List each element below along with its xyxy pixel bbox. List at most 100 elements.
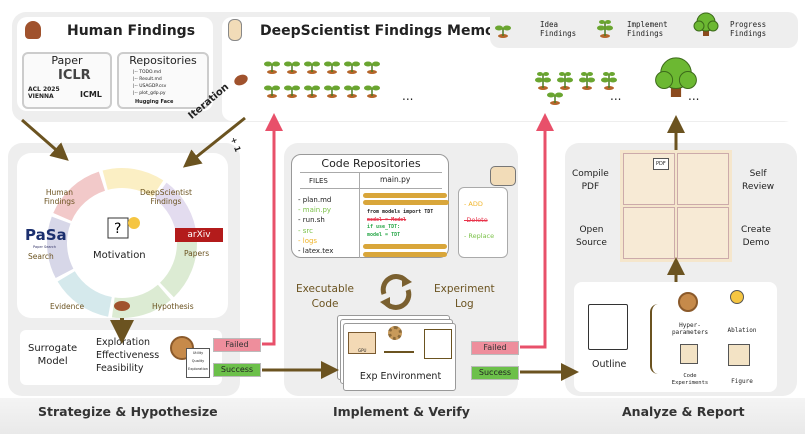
file-list: - plan.md- main.py- run.sh- src- logs- l… <box>298 195 333 256</box>
task-compile-pdf: Compile PDF <box>572 169 609 192</box>
idea-sprout-icon <box>264 85 280 98</box>
paper-card: Paper ICLR ACL 2025 VIENNA ICML <box>22 52 112 109</box>
wheel-segment <box>160 240 198 298</box>
list-item: from models import TDT <box>367 209 434 215</box>
paper-title: Paper <box>51 54 83 67</box>
legend-tree-icon <box>693 12 719 36</box>
implement-sapling-icon <box>535 72 551 90</box>
icml-logo: ICML <box>80 90 102 99</box>
idea-sprout-icon <box>284 61 300 74</box>
legend <box>490 12 798 48</box>
stage-implement: Implement & Verify <box>333 404 470 419</box>
failed-tag-strategize: Failed <box>213 338 261 352</box>
bar-chart-icon <box>424 329 452 359</box>
acl-logo: ACL 2025 VIENNA <box>28 86 60 100</box>
repo-file-list: |-- TODO.md |-- Result.md |-- USAGDP.csv… <box>133 69 166 97</box>
idea-sprout-icon <box>304 61 320 74</box>
human-findings-box: Human Findings Paper ICLR ACL 2025 VIENN… <box>17 17 213 111</box>
wheel-segment <box>154 182 197 239</box>
gpu-label: GPU <box>358 348 367 353</box>
experiment-log-label: Experiment Log <box>434 283 495 310</box>
surrogate-model-box: Surrogate Model Exploration Effectivenes… <box>20 330 222 385</box>
seed-icon <box>114 301 130 311</box>
hyperparameters-icon <box>678 292 698 312</box>
list-item: - logs <box>298 236 318 245</box>
list-item: - plan.md <box>298 196 332 204</box>
arxiv-logo: arXiv <box>175 228 223 242</box>
figure-icon <box>728 344 750 366</box>
cycle-arrows-icon <box>380 274 412 310</box>
repositories-card: Repositories |-- TODO.md |-- Result.md |… <box>117 52 209 109</box>
progress-tree-icon <box>655 57 697 97</box>
idea-sprout-icon <box>344 85 360 98</box>
implement-sapling-icon <box>557 72 573 90</box>
motivation-wheel: ? <box>46 168 198 318</box>
memory-title: DeepScientist Findings Memory <box>260 23 511 39</box>
criterion-effectiveness: Effectiveness <box>96 350 160 361</box>
edit-operations: - ADD-Delete- Replace <box>464 196 494 244</box>
brace-icon <box>650 304 660 374</box>
task-self-review-image <box>677 153 729 205</box>
robot-icon <box>228 19 242 41</box>
hugging-face-label: Hugging Face <box>135 99 174 105</box>
list-item: model = Model <box>367 216 407 223</box>
wheel-deepscientist-findings: DeepScientist Findings <box>140 188 192 206</box>
robot-at-desk-icon <box>490 166 516 186</box>
document-pen-icon <box>588 304 628 350</box>
list-item: - run.sh <box>298 216 325 225</box>
stage-band <box>0 398 805 434</box>
item-hyperparameters: Hyper- parameters <box>671 322 709 336</box>
idea-sprout-icon <box>304 85 320 98</box>
list-item: - ADD <box>464 200 483 208</box>
wheel-search: Search <box>28 252 54 261</box>
ablation-icon <box>730 290 744 304</box>
repo-file: |-- TODO.md <box>133 70 161 75</box>
human-findings-title: Human Findings <box>67 23 196 39</box>
task-open-source: Open Source <box>576 225 607 248</box>
svg-text:?: ? <box>114 221 121 237</box>
files-header: FILES <box>309 177 328 185</box>
task-self-review: Self Review <box>742 169 775 192</box>
idea-sprout-icon <box>364 85 380 98</box>
wheel-segment <box>53 171 106 222</box>
legend-idea: Idea Findings <box>540 20 577 38</box>
repo-file: |-- Result.md <box>133 77 162 82</box>
divider <box>300 188 442 189</box>
item-ablation: Ablation <box>727 327 757 334</box>
legend-implement: Implement Findings <box>627 20 668 38</box>
edit-operations-box: - ADD-Delete- Replace <box>458 187 508 258</box>
item-figure: Figure <box>731 378 753 385</box>
stage-analyze: Analyze & Report <box>622 404 745 419</box>
list-item: - Replace <box>464 232 495 240</box>
wheel-human-findings: Human Findings <box>44 188 75 206</box>
repositories-title: Repositories <box>129 54 197 67</box>
arrow-right-icon <box>384 351 414 353</box>
code-bar <box>363 244 447 249</box>
divider <box>359 172 360 258</box>
wheel-hypothesis: Hypothesis <box>152 302 194 311</box>
divider <box>300 172 442 173</box>
main-py-header: main.py <box>380 175 411 184</box>
failed-tag-implement: Failed <box>471 341 519 355</box>
list-item: model = TDT <box>367 231 401 238</box>
exp-environment-label: Exp Environment <box>359 371 442 382</box>
legend-sapling-icon <box>597 20 613 38</box>
question-bulb-icon: ? <box>107 217 140 239</box>
idea-sprout-icon <box>344 61 360 74</box>
repo-file: |-- USAGDP.csv <box>133 84 167 89</box>
idea-sprout-icon <box>324 85 340 98</box>
criteria-list: Exploration Effectiveness Feasibility <box>96 336 159 375</box>
code-bar <box>363 252 447 257</box>
code-bar <box>363 193 447 198</box>
pasa-logo: PaSa <box>25 226 67 244</box>
iclr-logo: ICLR <box>58 68 91 83</box>
idea-sprout-icon <box>284 85 300 98</box>
success-tag-implement: Success <box>471 366 519 380</box>
code-bar <box>363 200 449 205</box>
outline-label: Outline <box>592 359 627 370</box>
stage-strategize: Strategize & Hypothesize <box>38 404 218 419</box>
outline-box: Outline Hyper- parameters Ablation Code … <box>574 282 777 392</box>
ellipsis-1: ... <box>402 89 414 103</box>
